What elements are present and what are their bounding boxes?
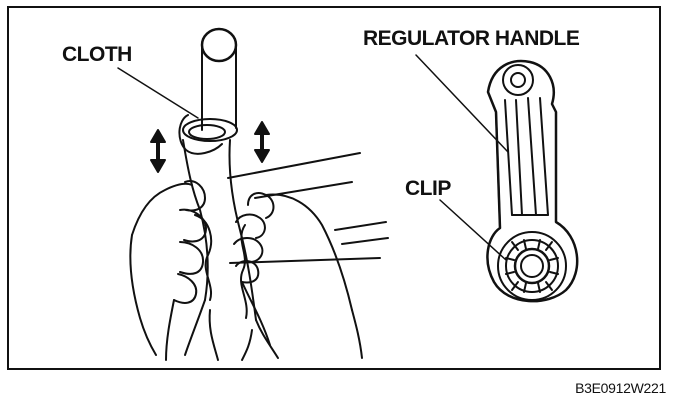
- regulator-handle-leader-line: [415, 54, 509, 153]
- cloth: [178, 114, 279, 361]
- regulator-handle: [486, 59, 579, 303]
- figure-code: B3E0912W221: [575, 380, 666, 396]
- motion-arrow-left: [150, 129, 166, 173]
- cloth-leader-line: [117, 67, 199, 119]
- clip-label: CLIP: [405, 177, 451, 200]
- cloth-label: CLOTH: [62, 43, 132, 66]
- left-hand: [129, 180, 207, 361]
- motion-arrow-right: [254, 121, 270, 163]
- illustration-frame: [7, 6, 661, 370]
- regulator-shaft: [182, 27, 238, 142]
- clip-leader-line: [439, 199, 507, 261]
- right-hand: [233, 192, 363, 359]
- regulator-handle-label: REGULATOR HANDLE: [363, 27, 580, 50]
